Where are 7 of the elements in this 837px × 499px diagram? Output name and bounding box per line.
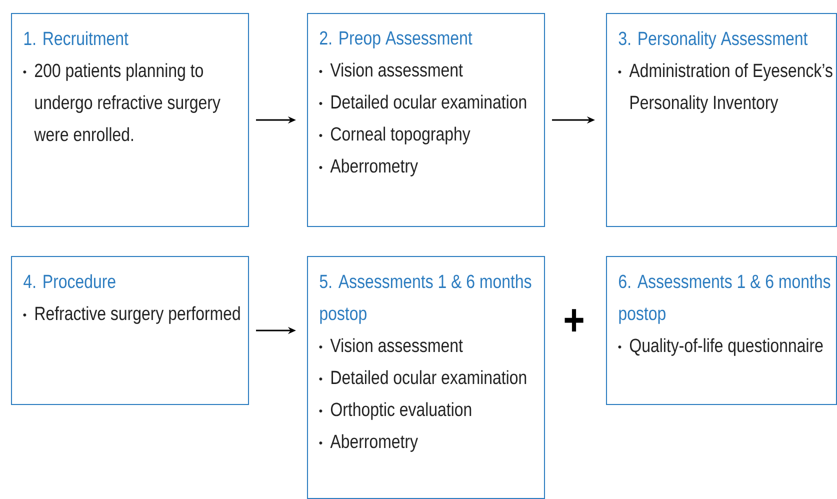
process-box: 4. Procedure Refractive surgery performed (11, 256, 249, 405)
process-box: 2. Preop Assessment Vision assessment Detailed ocular examination Corneal topography Aberrometry (307, 13, 545, 227)
process-box: 5. Assessments 1 & 6 months postop Vision assessment Detailed ocular examination Orthoptic evaluation Aberrometry (307, 256, 545, 499)
process-box: 6. Assessments 1 & 6 months postop Quality-of-life questionnaire (606, 256, 837, 405)
plus-sign: + (564, 309, 584, 332)
process-box: 3. Personality Assessment Administration of Eyesenck’s Personality Inventory (606, 13, 837, 227)
process-box: 1. Recruitment 200 patients planning to undergo refractive surgery were enrolled. (11, 13, 249, 227)
